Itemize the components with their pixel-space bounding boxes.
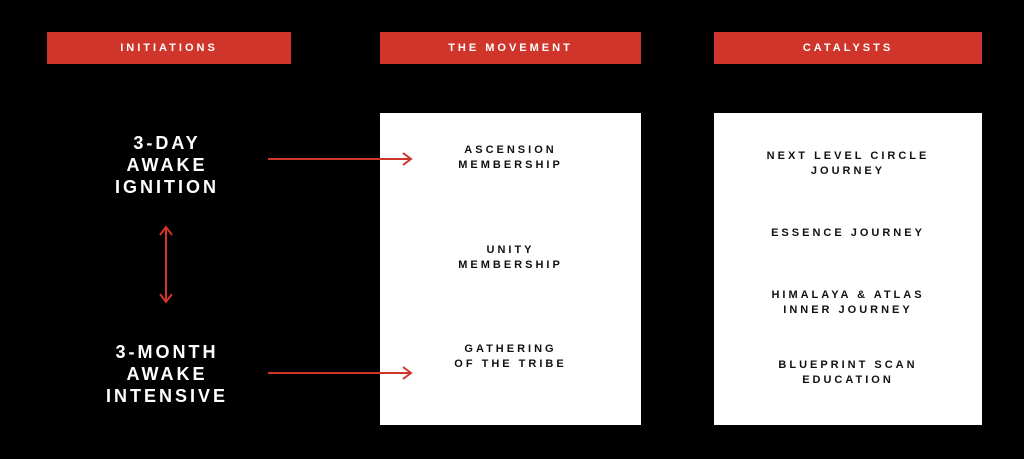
arrow-3-day-3-month-bidirectional — [159, 225, 173, 304]
initiation-3-day-awake-ignition: 3-DAY AWAKE IGNITION — [67, 132, 267, 198]
catalysts-panel: NEXT LEVEL CIRCLE JOURNEY ESSENCE JOURNE… — [714, 113, 982, 425]
initiation-3-month-line-1: 3-MONTH — [115, 342, 219, 362]
initiation-3-month-awake-intensive: 3-MONTH AWAKE INTENSIVE — [67, 341, 267, 407]
movement-item-2-line-2: MEMBERSHIP — [458, 259, 563, 271]
movement-item-1-line-2: MEMBERSHIP — [458, 159, 563, 171]
movement-item-ascension-membership: ASCENSION MEMBERSHIP — [380, 143, 641, 173]
catalyst-item-1-line-2: JOURNEY — [810, 165, 886, 177]
arrow-3-day-to-ascension — [268, 152, 413, 166]
catalyst-item-4-line-2: EDUCATION — [802, 374, 894, 386]
movement-item-3-line-2: OF THE TRIBE — [454, 358, 567, 370]
initiation-3-month-line-2: AWAKE — [126, 364, 208, 384]
initiation-3-month-line-3: INTENSIVE — [105, 386, 229, 406]
movement-item-gathering-of-the-tribe: GATHERING OF THE TRIBE — [380, 342, 641, 372]
header-initiations: INITIATIONS — [47, 32, 291, 64]
catalyst-item-4-line-1: BLUEPRINT SCAN — [778, 359, 918, 371]
movement-item-1-line-1: ASCENSION — [464, 144, 557, 156]
movement-item-3-line-1: GATHERING — [464, 343, 557, 355]
arrow-3-month-to-gathering — [268, 366, 413, 380]
catalyst-item-2-line-1: ESSENCE JOURNEY — [771, 227, 925, 239]
catalyst-item-3-line-1: HIMALAYA & ATLAS — [771, 289, 925, 301]
header-catalysts: CATALYSTS — [714, 32, 982, 64]
movement-item-unity-membership: UNITY MEMBERSHIP — [380, 243, 641, 273]
catalyst-item-himalaya-atlas-inner-journey: HIMALAYA & ATLAS INNER JOURNEY — [714, 288, 982, 318]
initiation-3-day-line-2: AWAKE — [126, 155, 208, 175]
catalyst-item-blueprint-scan-education: BLUEPRINT SCAN EDUCATION — [714, 358, 982, 388]
header-the-movement: THE MOVEMENT — [380, 32, 641, 64]
movement-panel: ASCENSION MEMBERSHIP UNITY MEMBERSHIP GA… — [380, 113, 641, 425]
catalyst-item-next-level-circle-journey: NEXT LEVEL CIRCLE JOURNEY — [714, 149, 982, 179]
movement-item-2-line-1: UNITY — [486, 244, 535, 256]
catalyst-item-3-line-2: INNER JOURNEY — [783, 304, 913, 316]
catalyst-item-1-line-1: NEXT LEVEL CIRCLE — [766, 150, 930, 162]
initiation-3-day-line-3: IGNITION — [115, 177, 219, 197]
catalyst-item-essence-journey: ESSENCE JOURNEY — [714, 226, 982, 241]
initiation-3-day-line-1: 3-DAY — [133, 133, 201, 153]
